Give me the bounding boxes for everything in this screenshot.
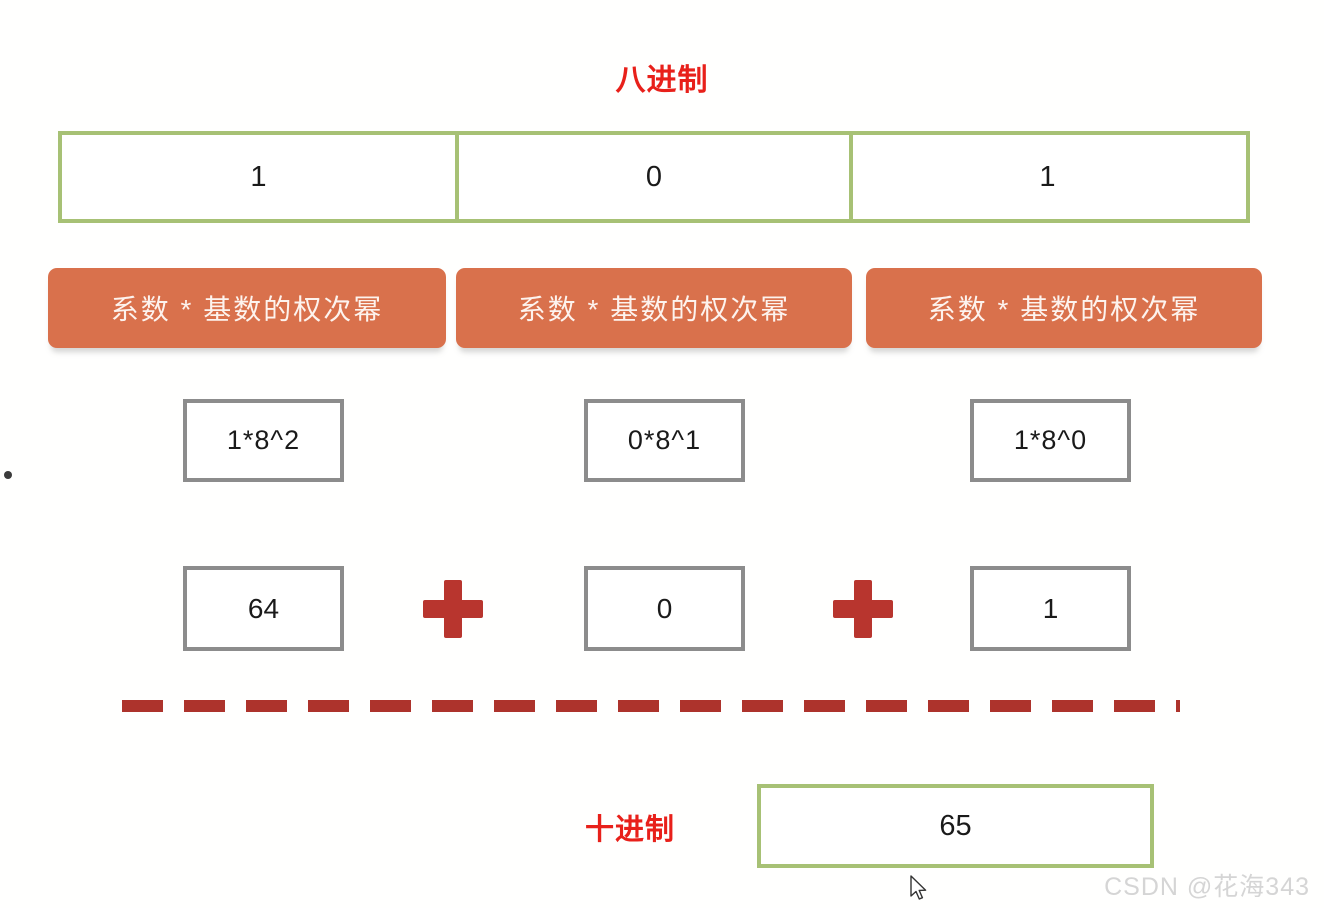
formula-chip-1: 系数 * 基数的权次幂: [456, 268, 852, 348]
csdn-watermark: CSDN @花海343: [1104, 873, 1310, 901]
power-term-box-0: 1*8^2: [183, 399, 344, 482]
formula-chip-0: 系数 * 基数的权次幂: [48, 268, 446, 348]
octal-digit-cell-0: 1: [250, 160, 267, 193]
decimal-result-box: 65: [757, 784, 1154, 868]
result-term-box-0: 64: [183, 566, 344, 651]
decimal-label: 十进制: [585, 814, 676, 846]
dashed-separator: [122, 700, 1180, 712]
result-term-box-1: 0: [584, 566, 745, 651]
octal-digit-cell-2: 1: [1039, 160, 1056, 193]
mouse-cursor-icon: [909, 875, 929, 903]
plus-icon-1: [833, 580, 893, 638]
stray-dot-marker: [4, 471, 12, 479]
page-title: 八进制: [615, 64, 709, 97]
plus-icon-0: [423, 580, 483, 638]
power-term-box-1: 0*8^1: [584, 399, 745, 482]
octal-digit-table: 1 0 1: [58, 131, 1250, 223]
result-term-box-2: 1: [970, 566, 1131, 651]
power-term-box-2: 1*8^0: [970, 399, 1131, 482]
formula-chip-2: 系数 * 基数的权次幂: [866, 268, 1262, 348]
octal-digit-cell-1: 0: [455, 135, 853, 219]
plus-icon-0-vertical-bar: [444, 580, 462, 638]
plus-icon-1-vertical-bar: [854, 580, 872, 638]
